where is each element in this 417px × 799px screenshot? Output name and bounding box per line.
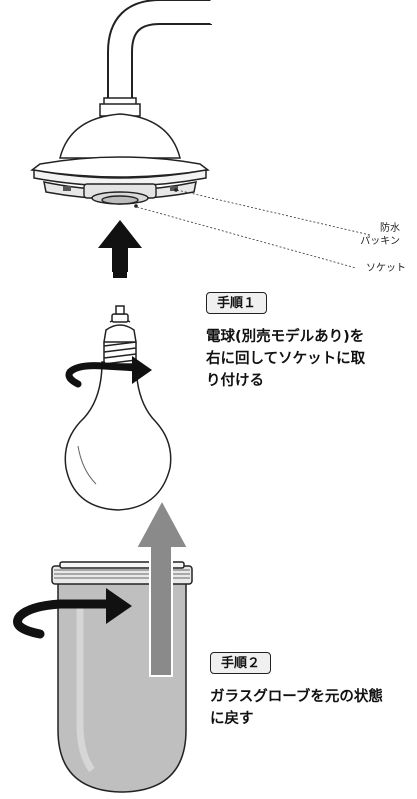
up-arrow-gray-front <box>134 497 190 677</box>
step1-line2: 右に回してソケットに取 <box>206 351 366 367</box>
leader-lines <box>136 189 371 269</box>
up-arrow-black <box>98 220 142 278</box>
socket-label: ソケット <box>366 263 406 274</box>
gasket-label: 防水 パッキン <box>330 222 400 248</box>
step1-line1: 電球(別売モデルあり)を <box>206 329 365 345</box>
rotate-arrow-globe <box>13 588 132 639</box>
step2-badge: 手順２ <box>210 652 272 674</box>
step1-line3: り付ける <box>206 373 264 389</box>
step1-badge: 手順１ <box>206 292 268 314</box>
step2-text: ガラスグローブを元の状態 に戻す <box>210 686 415 730</box>
fixture-pipe <box>107 0 214 100</box>
step1-text: 電球(別売モデルあり)を 右に回してソケットに取 り付ける <box>206 326 411 392</box>
step2-line2: に戻す <box>210 711 254 727</box>
light-bulb <box>64 305 172 511</box>
gasket-label-line2: パッキン <box>360 236 400 247</box>
step2-line1: ガラスグローブを元の状態 <box>210 689 383 705</box>
socket-part <box>63 183 178 208</box>
gasket-label-line1: 防水 <box>380 223 400 234</box>
rotate-arrow-bulb <box>65 356 152 388</box>
